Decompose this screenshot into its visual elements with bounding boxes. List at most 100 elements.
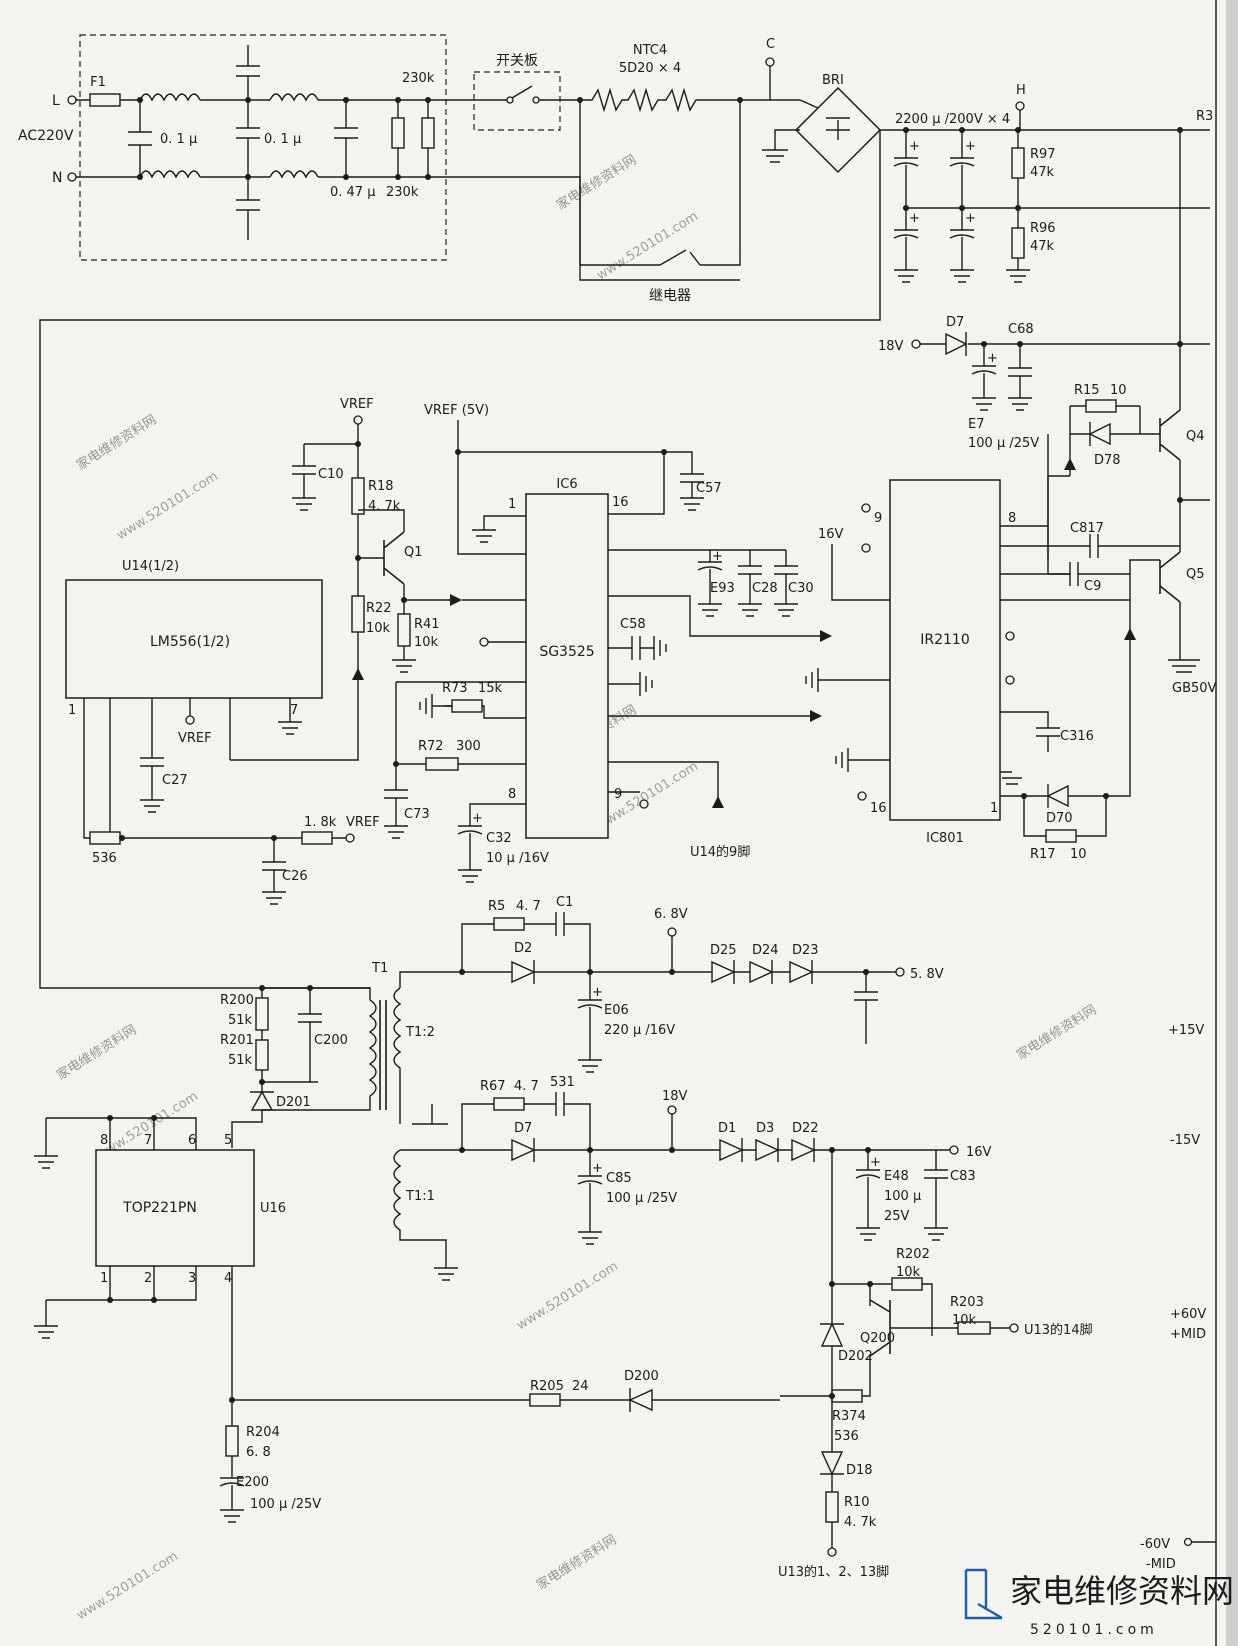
choke-neutral (139, 170, 201, 179)
polarity-mark: + (472, 811, 483, 826)
ic801-outputs (1000, 525, 1130, 601)
transistor-q200 (869, 1299, 958, 1357)
diode-d22-bar (813, 1138, 950, 1162)
input-wires (76, 99, 140, 178)
node (587, 1147, 593, 1153)
node (343, 97, 349, 103)
cap-c85 (577, 1150, 603, 1245)
watermark-text: 家电维修资料网 (554, 152, 640, 214)
ic6-pin8: 8 (508, 787, 516, 802)
c73-label: C73 (404, 807, 430, 822)
gate-drive-section: 18V D7 C68 + E7 100 μ /25V R15 10 D78 Q4… (878, 127, 1217, 790)
d70-r17-network (1000, 790, 1131, 837)
r15-value: 10 (1110, 383, 1127, 398)
cap-c817 (1000, 534, 1180, 558)
polarity-mark: + (909, 139, 920, 154)
watermark-text: 家电维修资料网 (74, 412, 160, 474)
shutdown-input (608, 761, 719, 808)
d70-label: D70 (1046, 811, 1073, 826)
diode-d23-bar (811, 960, 896, 984)
node (577, 97, 583, 103)
bulk-cap-1 (893, 130, 919, 208)
node (151, 1115, 157, 1121)
node (343, 174, 349, 180)
e06-value: 220 μ /16V (604, 1023, 675, 1038)
c68-label: C68 (1008, 322, 1034, 337)
ic6-left-inputs (396, 705, 526, 765)
u13-pin14-terminal (1009, 1323, 1019, 1333)
u16-source-bottom (34, 1266, 197, 1339)
cap-x2 (236, 100, 260, 177)
polarity-mark: + (909, 211, 920, 226)
node (393, 761, 399, 767)
r204-value: 6. 8 (246, 1445, 271, 1460)
r67-value: 4. 7 (514, 1079, 539, 1094)
bulk-cap-4 (949, 208, 975, 270)
ic6-pin16: 16 (612, 495, 629, 510)
gb-label: GB50V (1172, 681, 1217, 696)
edge-p15: +15V (1168, 1023, 1204, 1038)
c531-label: 531 (550, 1075, 575, 1090)
arrow-right-icon (810, 710, 822, 722)
node (829, 1393, 835, 1399)
diode-d1 (719, 1138, 744, 1162)
node (1017, 341, 1023, 347)
resistor-r18 (351, 477, 365, 515)
ground-icon (950, 269, 974, 283)
e7-value: 100 μ /25V (968, 436, 1039, 451)
node (137, 174, 143, 180)
r5-name: R5 (488, 899, 505, 914)
u16-pin6: 6 (188, 1133, 196, 1148)
brand-logo: 家电维修资料网 520101.com (964, 1568, 1234, 1638)
bulk-cap-2 (949, 130, 975, 208)
node (959, 205, 965, 211)
diode-d25 (711, 960, 736, 984)
diode-d23 (789, 960, 814, 984)
q5-label: Q5 (1186, 567, 1205, 582)
ac-input-section: L N AC220V F1 0. 1 μ 0. 1 μ 0. 47 μ 230k… (18, 34, 447, 261)
u14-part: LM556(1/2) (150, 634, 230, 650)
resistor-r97 (1011, 147, 1025, 179)
r73-name: R73 (442, 681, 468, 696)
e48-value1: 100 μ (884, 1189, 921, 1204)
diode-d24-bar (771, 960, 790, 984)
resistor-536 (89, 831, 121, 845)
d200-label: D200 (624, 1369, 659, 1384)
watermark-text: 家电维修资料网 (54, 1022, 140, 1084)
cap-c73 (384, 682, 408, 839)
primary-winding (262, 999, 377, 1111)
bleeder-resistor-2 (421, 117, 435, 149)
line-terminal (67, 95, 77, 105)
d202-label: D202 (838, 1349, 873, 1364)
cap-c83 (924, 1150, 948, 1241)
node (259, 985, 265, 991)
ic6-block: SG3525 IC6 1 16 8 9 VREF (5V) C57 + E93 … (384, 403, 832, 883)
resistor-r15 (1085, 399, 1117, 413)
vref-bus (457, 420, 665, 555)
node (395, 174, 401, 180)
polarity-mark: + (712, 549, 723, 564)
feedback-return (560, 1356, 871, 1401)
e93-label: E93 (710, 581, 735, 596)
c83-label: C83 (950, 1169, 976, 1184)
ntc-spec: 5D20 × 4 (619, 61, 681, 76)
arrow-up-icon (1064, 458, 1076, 470)
out-58-terminal (895, 967, 905, 977)
node (903, 205, 909, 211)
r374-name: R374 (832, 1409, 866, 1424)
u16-pin8: 8 (100, 1133, 108, 1148)
cap-x1 (128, 100, 152, 177)
polarity-mark: + (592, 1161, 603, 1176)
out-16-terminal (949, 1145, 959, 1155)
relay-label: 继电器 (649, 288, 691, 304)
t1-label: T1 (371, 961, 388, 976)
r97-value: 47k (1030, 165, 1055, 180)
q1-label: Q1 (404, 545, 423, 560)
node (425, 97, 431, 103)
transistor-q4 (1159, 409, 1181, 461)
vref-terminal (353, 415, 363, 425)
node (107, 1297, 113, 1303)
rail-18-label: 18V (662, 1089, 688, 1104)
cap-e06 (577, 972, 603, 1073)
